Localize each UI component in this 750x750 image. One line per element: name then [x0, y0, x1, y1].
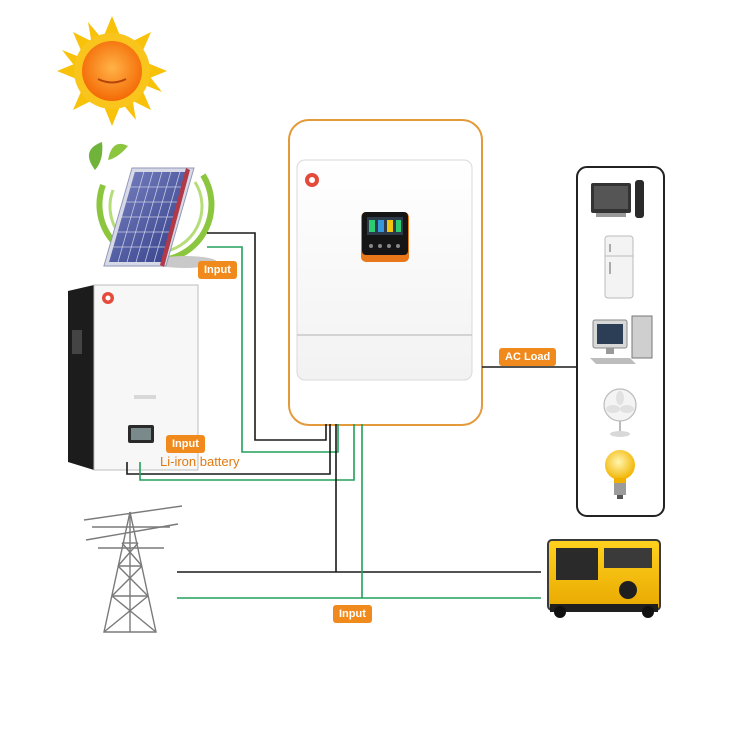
tv-icon	[591, 180, 644, 218]
battery-name-label: Li-iron battery	[160, 454, 240, 469]
ac-load-tag: AC Load	[499, 348, 557, 366]
inverter-display	[361, 212, 409, 262]
solar-input-tag: Input	[198, 261, 237, 279]
battery-green-wire	[139, 424, 355, 481]
battery-dc-wire	[126, 424, 331, 475]
fan-icon	[603, 388, 637, 437]
battery-cabinet-icon	[68, 284, 199, 471]
solar-panel-icon	[88, 142, 217, 268]
power-pylon-icon	[83, 505, 183, 633]
solar-green-wire	[207, 246, 339, 453]
battery-input-tag: Input	[166, 435, 205, 453]
fridge-icon	[604, 235, 634, 299]
grid-generator-input-tag: Input	[333, 605, 372, 623]
sun-icon	[57, 16, 167, 126]
inverter-icon	[288, 119, 483, 426]
generator-icon	[547, 539, 661, 618]
light-bulb-icon	[605, 450, 635, 499]
solar-dc-wire	[207, 232, 327, 441]
wiring	[126, 232, 577, 599]
computer-icon	[590, 315, 653, 364]
